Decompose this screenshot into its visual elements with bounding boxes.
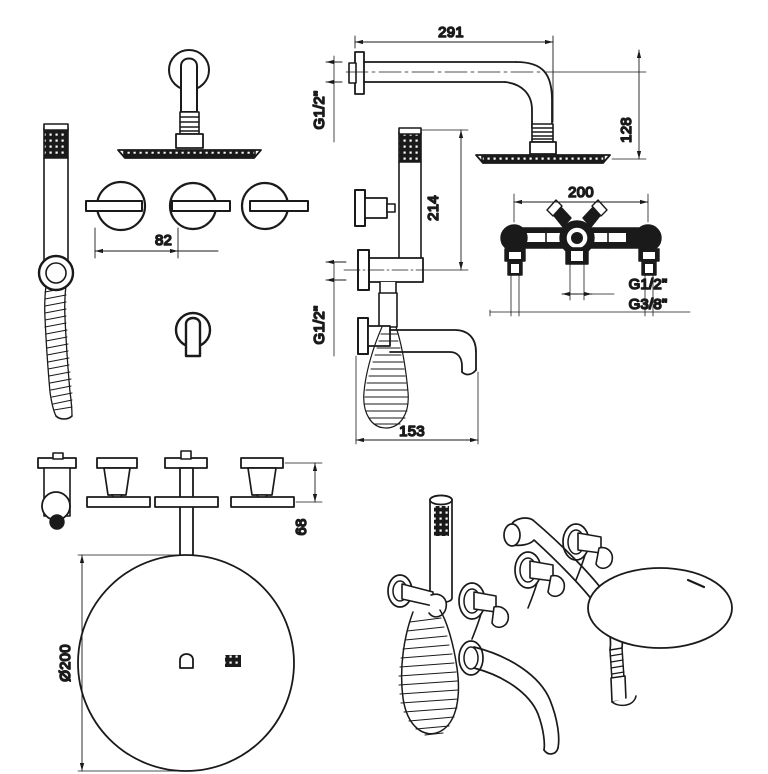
dim-label-128: 128 [618, 117, 635, 143]
view-handshower-side [343, 127, 477, 429]
dimension-head-drop [559, 49, 647, 160]
thread-label-spout: G1/2" [311, 306, 328, 345]
dim-label-82: 82 [155, 232, 172, 249]
dimension-arm-projection [354, 35, 554, 123]
thread-label-valve-outlet: G1/2" [629, 276, 668, 293]
dimension-valve-spacing [513, 193, 649, 223]
dim-label-200: 200 [568, 184, 594, 201]
dimension-spout-projection [355, 355, 479, 445]
view-handles-front [85, 180, 309, 232]
view-rain-head-front [117, 49, 262, 159]
view-shower-arm-side [345, 51, 611, 164]
view-perspective [387, 494, 733, 755]
dim-label-291: 291 [438, 24, 464, 41]
dim-label-214: 214 [425, 195, 442, 221]
view-handshower-front [37, 123, 75, 420]
view-top-plan [37, 450, 295, 772]
dimension-handle-spacing [94, 227, 219, 259]
thread-label-valve-inlet: G3/8" [629, 296, 668, 313]
view-spout-front [174, 311, 212, 358]
dimension-rose-diameter [77, 554, 187, 772]
leader-arm-thread [325, 55, 343, 143]
dimension-handshower-height [420, 129, 469, 271]
leader-valve-threads [489, 291, 691, 317]
thread-label-arm: G1/2" [311, 91, 328, 130]
dim-label-68: 68 [293, 518, 310, 535]
dimension-escutcheon-height [284, 462, 323, 503]
dim-label-153: 153 [399, 423, 425, 440]
view-rough-in-valve [500, 199, 662, 317]
leader-spout-thread [325, 259, 347, 357]
dim-label-diameter: Ø200 [57, 644, 74, 682]
